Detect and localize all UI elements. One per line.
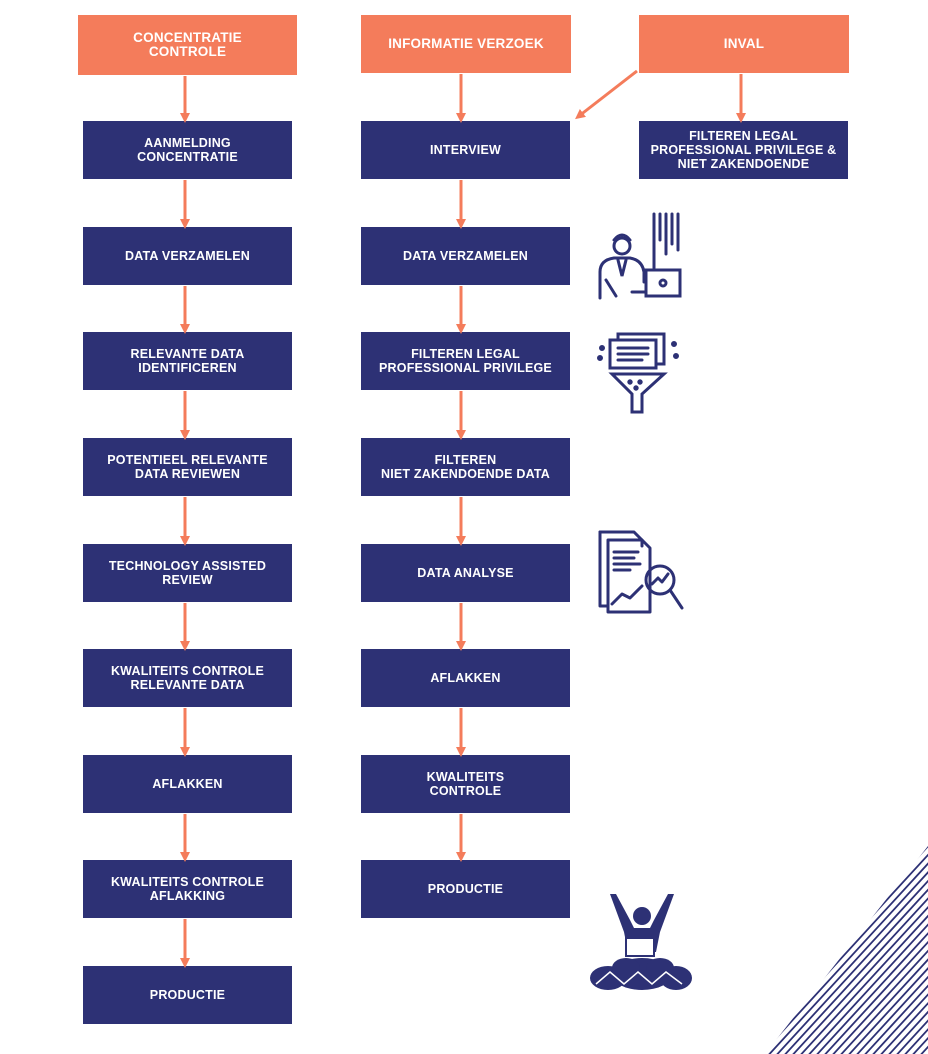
step-kwaliteits-controle: KWALITEITS CONTROLE [361,755,570,813]
document-filter-funnel-icon [597,332,679,414]
step-kwaliteits-controle-relevante-data: KWALITEITS CONTROLE RELEVANTE DATA [83,649,292,707]
step-data-verzamelen: DATA VERZAMELEN [83,227,292,285]
step-data-analyse: DATA ANALYSE [361,544,570,602]
arrow [575,69,638,120]
step-kwaliteits-controle-aflakking: KWALITEITS CONTROLE AFLAKKING [83,860,292,918]
step-filteren-legal-professional-privilege: FILTEREN LEGAL PROFESSIONAL PRIVILEGE [361,332,570,390]
step-aflakken: AFLAKKEN [83,755,292,813]
step-productie: PRODUCTIE [361,860,570,918]
header-inval: INVAL [639,15,849,73]
step-technology-assisted-review: TECHNOLOGY ASSISTED REVIEW [83,544,292,602]
header-concentratie-controle: CONCENTRATIE CONTROLE [78,15,297,75]
step-relevante-data-identificeren: RELEVANTE DATA IDENTIFICEREN [83,332,292,390]
step-data-verzamelen: DATA VERZAMELEN [361,227,570,285]
document-analysis-magnifier-icon [598,530,684,614]
header-informatie-verzoek: INFORMATIE VERZOEK [361,15,571,73]
step-interview: INTERVIEW [361,121,570,179]
person-laptop-data-icon [598,212,682,300]
step-filteren-legal-privilege-niet-zakendoende: FILTEREN LEGAL PROFESSIONAL PRIVILEGE & … [639,121,848,179]
celebrating-person-cloud-icon [590,894,692,990]
step-productie: PRODUCTIE [83,966,292,1024]
step-filteren-niet-zakendoende-data: FILTEREN NIET ZAKENDOENDE DATA [361,438,570,496]
step-aanmelding-concentratie: AANMELDING CONCENTRATIE [83,121,292,179]
step-potentieel-relevante-data-reviewen: POTENTIEEL RELEVANTE DATA REVIEWEN [83,438,292,496]
step-aflakken: AFLAKKEN [361,649,570,707]
